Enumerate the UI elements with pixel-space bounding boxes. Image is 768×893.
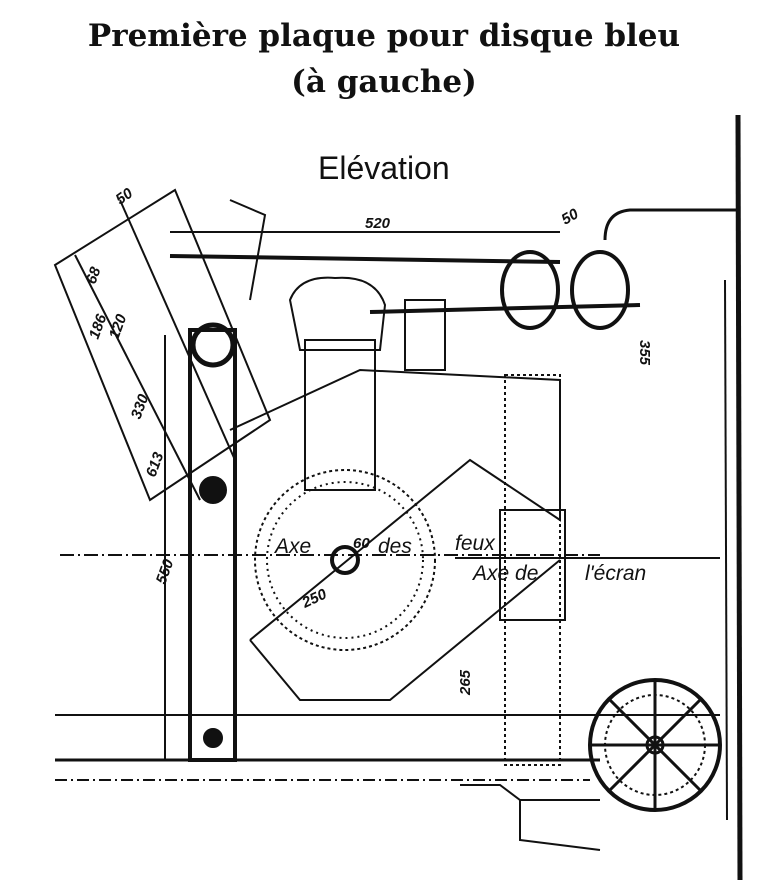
dim-355: 355 [636, 340, 653, 366]
top-pulley [190, 322, 236, 368]
dim-550: 550 [153, 556, 178, 586]
dim-520: 520 [365, 215, 391, 232]
view-label: Elévation [318, 150, 450, 186]
label-axe: Axe [273, 535, 311, 558]
top-link [169, 254, 561, 264]
linkage [460, 784, 601, 851]
label-axe-de: Axe de [471, 562, 538, 585]
label-des: des [378, 535, 412, 558]
disc-hub [330, 545, 360, 575]
disc-inner-ring [266, 481, 424, 639]
dim-50-left: 50 [113, 184, 137, 208]
pipe [603, 208, 738, 241]
color-disc [254, 469, 436, 651]
lamp-body [304, 339, 376, 491]
lamp-column [404, 299, 446, 371]
dim-60: 60 [353, 535, 370, 552]
grooved-pulley-2 [570, 250, 630, 330]
dim-68: 68 [83, 264, 105, 286]
grooved-pulley-1 [500, 250, 560, 330]
screen-block [499, 509, 566, 621]
dim-265: 265 [457, 669, 474, 696]
casing-lower [249, 559, 561, 701]
drawing-title: Première plaque pour disque bleu [87, 18, 681, 54]
casing [229, 368, 561, 641]
pulley-shaft [369, 303, 641, 314]
label-feux: feux [455, 532, 496, 555]
tilted-plate [53, 188, 272, 502]
frame-inner [724, 279, 728, 821]
dim-250: 250 [299, 585, 330, 612]
drawing-subtitle: (à gauche) [291, 64, 477, 100]
dim-50-right: 50 [559, 205, 583, 228]
dim-330: 330 [128, 391, 153, 421]
belt-column [188, 328, 237, 762]
frame-post [735, 114, 743, 881]
lamp-cap [288, 276, 387, 351]
label-ecran: l'écran [585, 562, 646, 585]
dim-120: 120 [106, 311, 131, 341]
mid-pulley [199, 476, 227, 504]
dim-613: 613 [143, 449, 168, 479]
wheel-spokes [590, 680, 720, 810]
bottom-pulley [203, 728, 223, 748]
